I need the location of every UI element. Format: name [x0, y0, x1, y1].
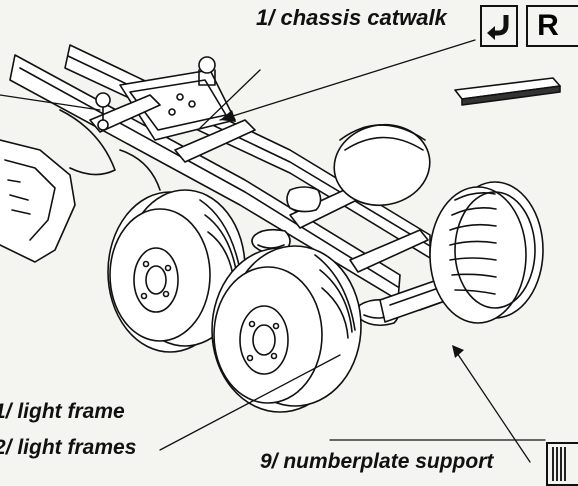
wheel-bottom-left — [211, 245, 362, 413]
left-leader-line — [0, 94, 101, 111]
cross-members — [89, 94, 429, 273]
curved-return-arrow-icon — [487, 15, 509, 40]
arrowhead-numberplate — [452, 345, 464, 358]
r-letter-box: R — [526, 5, 578, 47]
front-fender — [0, 139, 76, 263]
label-numberplate-support: 9/ numberplate support — [260, 450, 494, 473]
catwalk-symbol — [454, 77, 561, 106]
label-light-frames: 2/ light frames — [0, 436, 137, 459]
catwalk-leader-line-2 — [199, 69, 261, 129]
leader-lines — [0, 39, 546, 463]
light-frame-leader-line — [159, 354, 341, 451]
numberplate-leader-line — [454, 349, 531, 463]
rear-wheel-upper — [333, 123, 431, 207]
front-axle-parts — [59, 56, 216, 191]
arrowheads — [220, 110, 464, 358]
label-light-frame: 1/ light frame — [0, 400, 125, 423]
numberplate-symbol-fill — [552, 447, 566, 481]
arrowhead-catwalk — [220, 110, 236, 122]
return-arrow-box — [480, 5, 518, 47]
rear-wheel-right — [429, 181, 544, 324]
label-chassis-catwalk: 1/ chassis catwalk — [256, 5, 447, 30]
numberplate-symbol-box — [546, 442, 578, 486]
r-letter: R — [537, 9, 559, 42]
catwalk-leader-line — [219, 39, 476, 121]
